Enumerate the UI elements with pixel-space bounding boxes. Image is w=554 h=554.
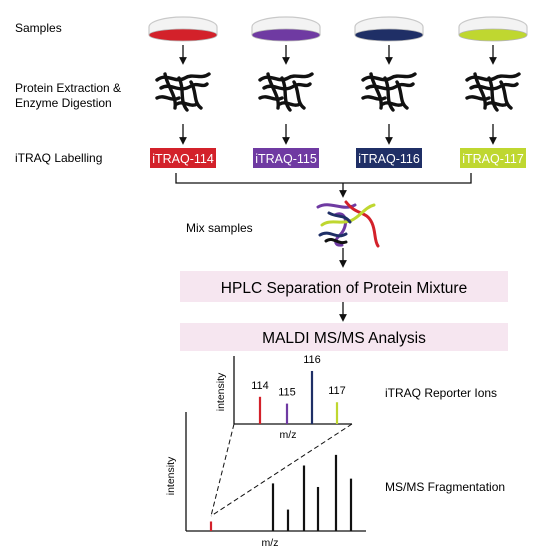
reporter-x-label: m/z: [280, 429, 297, 441]
zoom-line-right: [210, 423, 353, 517]
hplc-step-label: HPLC Separation of Protein Mixture: [221, 280, 467, 297]
sample-column-1: iTRAQ-114: [148, 16, 218, 168]
row-label-extraction-line1: Protein Extraction &: [15, 81, 121, 95]
itraq-tag-label: iTRAQ-117: [462, 152, 524, 166]
reporter-spectrum: 114 115 116 117 intensity m/z: [215, 354, 352, 441]
sample-column-2: iTRAQ-115: [251, 16, 321, 168]
peptide-fragments-icon: [155, 72, 211, 112]
itraq-tag-box: [356, 148, 422, 168]
fragmentation-x-label: m/z: [262, 537, 279, 549]
fragmentation-y-label: intensity: [165, 456, 177, 495]
reporter-peak-label: 117: [328, 385, 346, 397]
reporter-peak-label: 114: [251, 380, 269, 392]
maldi-step-box: [180, 323, 508, 351]
merge-bracket: [175, 173, 472, 184]
row-label-extraction-line2: Enzyme Digestion: [15, 96, 112, 110]
reporter-peak-label: 116: [303, 354, 321, 366]
itraq-tag-label: iTRAQ-114: [152, 152, 214, 166]
petri-dish-icon: [458, 16, 528, 42]
sample-column-3: iTRAQ-116: [354, 16, 424, 168]
petri-dish-icon: [148, 16, 218, 42]
reporter-ions-title: iTRAQ Reporter Ions: [385, 386, 497, 400]
itraq-tag-box: [150, 148, 216, 168]
row-label-samples: Samples: [15, 21, 62, 35]
peptide-fragments-icon: [465, 72, 521, 112]
peptide-fragments-icon: [361, 72, 417, 112]
itraq-tag-label: iTRAQ-116: [358, 152, 420, 166]
itraq-tag-box: [253, 148, 319, 168]
zoom-line-left: [210, 423, 235, 517]
peptide-fragments-icon: [258, 72, 314, 112]
row-label-labelling: iTRAQ Labelling: [15, 151, 102, 165]
itraq-tag-box: [460, 148, 526, 168]
mixed-peptides: [316, 200, 380, 248]
maldi-step-label: MALDI MS/MS Analysis: [262, 330, 426, 347]
fragmentation-title: MS/MS Fragmentation: [385, 480, 505, 494]
reporter-peak-label: 115: [278, 387, 296, 399]
sample-column-4: iTRAQ-117: [458, 16, 528, 168]
mix-samples-label: Mix samples: [186, 221, 253, 235]
hplc-step-box: [180, 271, 508, 302]
reporter-y-label: intensity: [215, 372, 227, 411]
itraq-tag-label: iTRAQ-115: [255, 152, 317, 166]
petri-dish-icon: [251, 16, 321, 42]
sample-columns: iTRAQ-114 iTRAQ-115 iTRAQ-116 iTRAQ-117: [148, 16, 528, 168]
fragmentation-spectrum: intensity m/z: [165, 412, 366, 549]
petri-dish-icon: [354, 16, 424, 42]
